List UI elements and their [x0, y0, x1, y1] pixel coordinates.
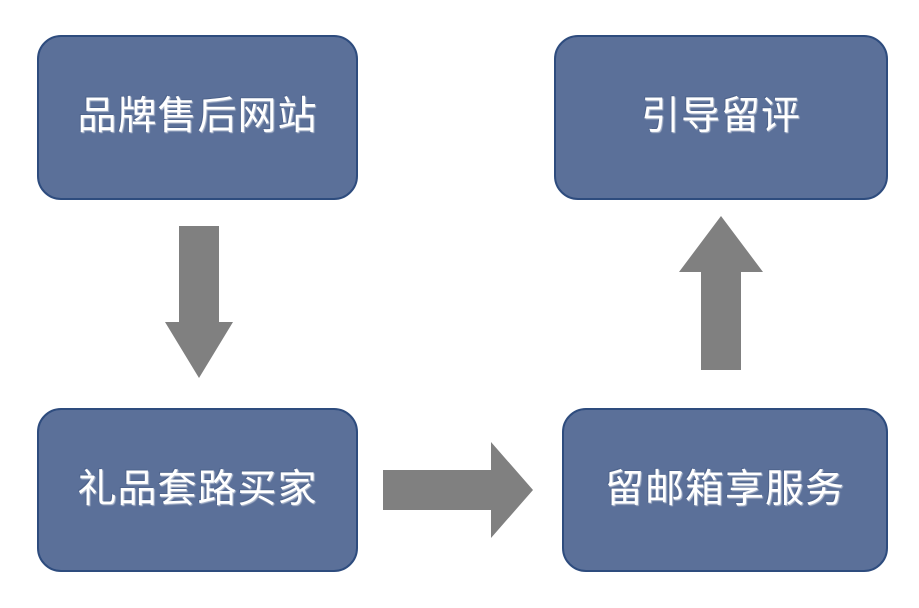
node-gift-tactic[interactable]: 礼品套路买家	[37, 408, 358, 572]
arrow-down-icon	[165, 226, 233, 378]
node-guide-review-label: 引导留评	[640, 95, 801, 139]
node-gift-tactic-label: 礼品套路买家	[77, 467, 318, 511]
node-email-service-label: 留邮箱享服务	[604, 467, 845, 511]
arrow-up-icon	[679, 216, 763, 370]
node-brand-site[interactable]: 品牌售后网站	[37, 35, 358, 200]
arrow-right-icon	[383, 442, 533, 538]
node-brand-site-label: 品牌售后网站	[77, 95, 318, 139]
node-guide-review[interactable]: 引导留评	[554, 35, 888, 200]
node-email-service[interactable]: 留邮箱享服务	[562, 408, 888, 572]
